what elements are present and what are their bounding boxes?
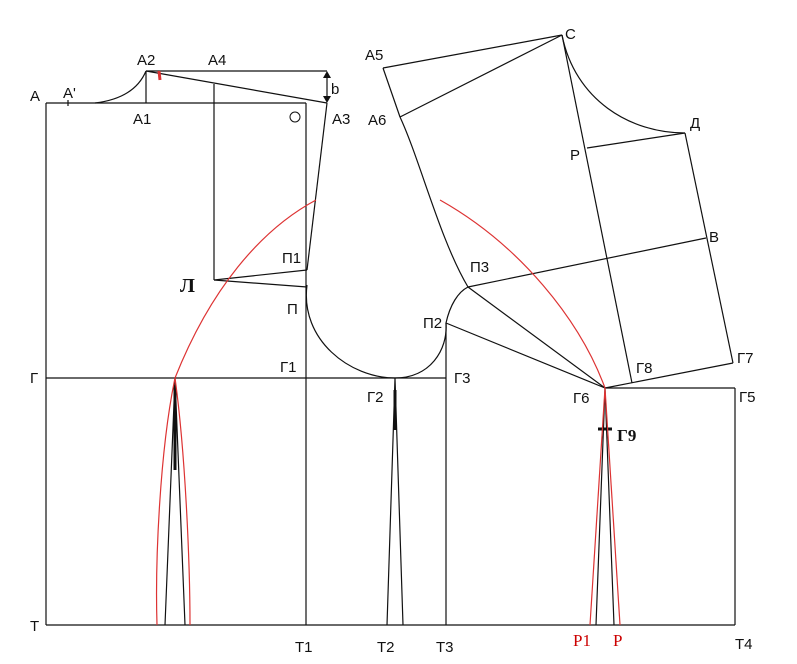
label-p2: П2: [423, 315, 442, 332]
label-t: Т: [30, 618, 39, 635]
label-t1: Т1: [295, 639, 313, 656]
label-v: В: [709, 229, 719, 246]
label-p0: П: [287, 301, 298, 318]
label-g1: Г1: [280, 359, 296, 376]
darts: [164, 377, 615, 626]
label-a-prime: А': [63, 85, 76, 102]
label-g: Г: [30, 370, 38, 387]
label-p: Р: [570, 147, 580, 164]
label-a6: А6: [368, 112, 386, 129]
label-a2: А2: [137, 52, 155, 69]
label-g8: Г8: [636, 360, 652, 377]
label-a3: А3: [332, 111, 350, 128]
label-a5: А5: [365, 47, 383, 64]
label-g3: Г3: [454, 370, 470, 387]
label-p3: П3: [470, 259, 489, 276]
label-a: А: [30, 88, 40, 105]
label-a1: А1: [133, 111, 151, 128]
label-g2: Г2: [367, 389, 383, 406]
label-p1: П1: [282, 250, 301, 267]
front-construction-lines: [45, 70, 735, 626]
label-t4: Т4: [735, 636, 753, 653]
label-g7: Г7: [737, 350, 753, 367]
label-r1: Р1: [573, 631, 591, 650]
label-t3: Т3: [436, 639, 454, 656]
label-g9: Г9: [617, 426, 636, 445]
label-d: Д: [690, 115, 700, 132]
modelling-lines: [155, 199, 621, 626]
label-l: Л: [180, 275, 195, 297]
point-labels: А А' А1 А2 А4 b А3 А5 А6 С Д Р В Л П1 П …: [30, 26, 755, 656]
label-r: Р: [613, 631, 622, 650]
label-a4: А4: [208, 52, 226, 69]
label-t2: Т2: [377, 639, 395, 656]
label-g6: Г6: [573, 390, 589, 407]
label-b: b: [331, 81, 339, 98]
label-g5: Г5: [739, 389, 755, 406]
back-construction-lines: [382, 34, 736, 625]
label-c: С: [565, 26, 576, 43]
